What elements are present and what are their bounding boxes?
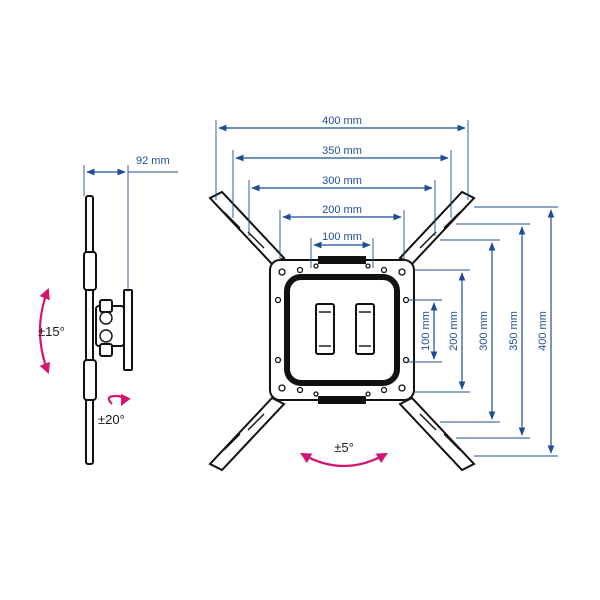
- dim-400-h-label: 400 mm: [322, 115, 362, 127]
- dim-350-h-label: 350 mm: [322, 145, 362, 157]
- side-wall-plate: [123, 289, 133, 371]
- depth-label: 92 mm: [136, 155, 170, 167]
- side-arm-rail: [85, 195, 94, 465]
- arm-bottom-left: [208, 396, 286, 472]
- dim-200-v-label: 200 mm: [448, 311, 460, 351]
- arm-top-left: [208, 190, 286, 266]
- horizontal-dimensions: 400 mm 350 mm 300 mm 200 mm 100 mm: [215, 115, 469, 268]
- rotation-label: ±5°: [334, 440, 354, 455]
- tilt-label: ±15°: [38, 324, 65, 339]
- tilt-arrow-icon: [38, 287, 51, 375]
- dim-400-v-label: 400 mm: [537, 311, 549, 351]
- inner-bracket-left: [315, 303, 335, 355]
- side-lower-plate: [83, 359, 97, 401]
- plate-cutout: [284, 274, 400, 386]
- plate-holes: [274, 263, 410, 397]
- side-upper-plate: [83, 251, 97, 291]
- arm-top-right: [398, 190, 476, 266]
- side-knob-top: [99, 299, 113, 313]
- dim-300-v-label: 300 mm: [478, 311, 490, 351]
- dim-100-h-label: 100 mm: [322, 231, 362, 243]
- swivel-label: ±20°: [98, 412, 125, 427]
- front-view: 400 mm 350 mm 300 mm 200 mm 100 mm 100 m…: [208, 115, 558, 472]
- side-knob-bottom: [99, 343, 113, 357]
- inner-bracket-right: [355, 303, 375, 355]
- dim-100-v-label: 100 mm: [420, 311, 432, 351]
- dim-200-h-label: 200 mm: [322, 204, 362, 216]
- side-view: 92 mm ±15° ±20°: [38, 155, 178, 465]
- dim-350-v-label: 350 mm: [508, 311, 520, 351]
- plate-top-tab: [318, 256, 366, 264]
- vertical-dimensions: 100 mm 200 mm 300 mm 350 mm 400 mm: [408, 206, 558, 457]
- rotation-arrow-icon: [300, 452, 388, 468]
- side-pivot-lower: [99, 329, 113, 343]
- dim-300-h-label: 300 mm: [322, 175, 362, 187]
- swivel-arrow-icon: [107, 393, 131, 406]
- plate-bottom-tab: [318, 396, 366, 404]
- arm-bottom-right: [398, 396, 476, 472]
